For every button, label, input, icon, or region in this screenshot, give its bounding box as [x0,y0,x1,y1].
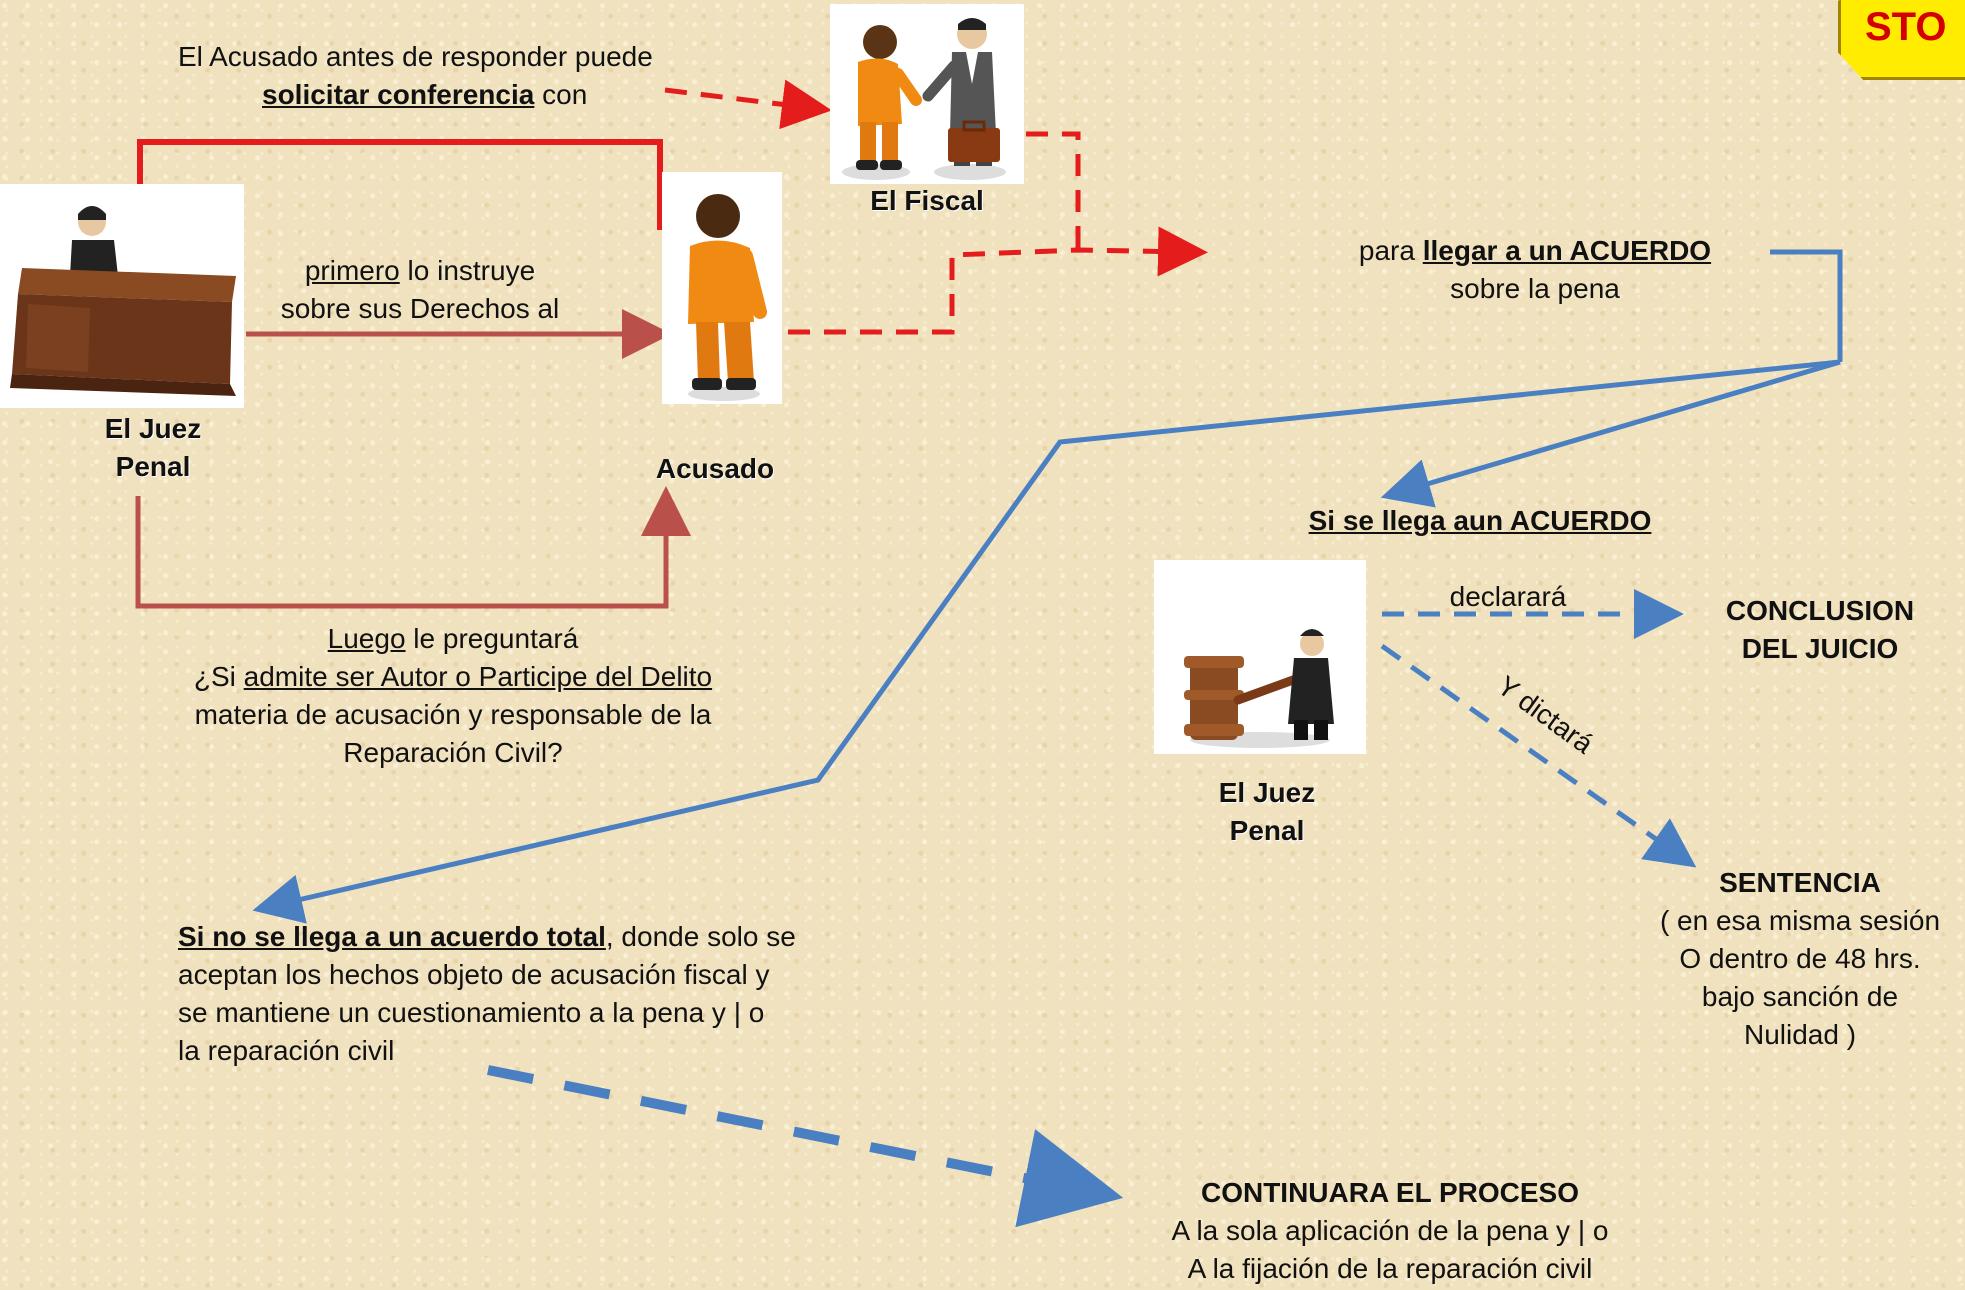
sentencia-line4: Nulidad ) [1743,1019,1857,1050]
acuerdo-bold: llegar a un ACUERDO [1422,235,1712,266]
conclusion-line1: CONCLUSION [1725,595,1915,626]
no-acuerdo-text: Si no se llega a un acuerdo total, donde… [178,918,796,1070]
instruye-primero: primero [304,255,400,286]
instruye-line2: sobre sus Derechos al [280,293,560,324]
si-acuerdo-title: Si se llega aun ACUERDO [1308,505,1652,536]
conclusion-text: CONCLUSION DEL JUICIO [1690,592,1950,668]
no-acuerdo-rest1: , donde solo se [605,921,796,952]
declarara-label: declarará [1449,581,1567,612]
prisoner-lawyer-icon [842,18,1006,180]
no-acuerdo-line4: la reparación civil [178,1035,395,1066]
acuerdo-line2: sobre la pena [1450,273,1620,304]
line-fiscal-acuerdo [1026,131,1081,250]
arrow-pregunta [135,486,691,609]
line-acusado-acuerdo [788,226,1208,335]
pregunta-underline2: admite ser Autor o Participe del Delito [243,661,713,692]
arrow-conferencia-fiscal [664,79,832,130]
stop-sign: STO [1838,0,1965,80]
fiscal-image [830,4,1024,184]
sentencia-line2: O dentro de 48 hrs. [1679,943,1921,974]
juez-label-line2: Penal [115,451,191,482]
continuara-line1: A la sola aplicación de la pena y | o [1171,1215,1609,1246]
juez2-label-line2: Penal [1229,815,1305,846]
arrow-sentencia [1380,643,1697,868]
juez-label: El Juez Penal [78,410,228,486]
pregunta-pre2: ¿Si [193,661,244,692]
top-note-con: con [534,79,588,110]
continuara-line2: A la fijación de la reparación civil [1187,1253,1593,1284]
acuerdo-pre: para [1358,235,1423,266]
instruye-rest1: lo instruye [399,255,536,286]
juez-label-line1: El Juez [104,413,202,444]
instruye-text: primero lo instruye sobre sus Derechos a… [262,252,578,328]
fiscal-label: El Fiscal [870,185,984,216]
pregunta-rest1: le preguntará [405,623,579,654]
acusado-image [662,172,782,404]
acuerdo-text: para llegar a un ACUERDO sobre la pena [1300,232,1770,308]
line-acuerdo-bracket [1770,249,1843,362]
juez2-label-line1: El Juez [1218,777,1316,808]
sentencia-line3: bajo sanción de [1701,981,1899,1012]
juez-image [0,184,244,408]
sentencia-text: SENTENCIA ( en esa misma sesión O dentro… [1640,864,1960,1054]
conclusion-line2: DEL JUICIO [1741,633,1899,664]
acusado-label: Acusado [655,453,775,484]
sentencia-title: SENTENCIA [1719,867,1881,898]
juez-gavel-image [1154,560,1366,754]
pregunta-line4: Reparación Civil? [343,737,563,768]
pregunta-line3: materia de acusación y responsable de la [194,699,712,730]
arrow-to-si-acuerdo [1380,359,1841,508]
pregunta-luego: Luego [327,623,406,654]
judge-desk-icon [10,206,236,396]
prisoner-icon [688,194,767,401]
continuara-text: CONTINUARA EL PROCESO A la sola aplicaci… [1120,1174,1660,1288]
continuara-title: CONTINUARA EL PROCESO [1200,1177,1580,1208]
top-note-line2: solicitar conferencia con [262,76,587,114]
no-acuerdo-bold: Si no se llega a un acuerdo total [178,921,606,952]
sentencia-line1: ( en esa misma sesión [1659,905,1941,936]
pregunta-text: Luego le preguntará ¿Si admite ser Autor… [138,620,768,772]
no-acuerdo-line2: aceptan los hechos objeto de acusación f… [178,959,770,990]
stop-sign-text: STO [1865,5,1947,49]
judge-gavel-icon [1184,629,1334,748]
no-acuerdo-line3: se mantiene un cuestionamiento a la pena… [178,997,765,1028]
solicitar-conferencia: solicitar conferencia [262,79,535,110]
juez2-label: El Juez Penal [1192,774,1342,850]
arrow-to-no-acuerdo [252,359,1841,924]
arrow-continuara [487,1065,1124,1228]
top-note-line1: El Acusado antes de responder puede [178,41,653,72]
